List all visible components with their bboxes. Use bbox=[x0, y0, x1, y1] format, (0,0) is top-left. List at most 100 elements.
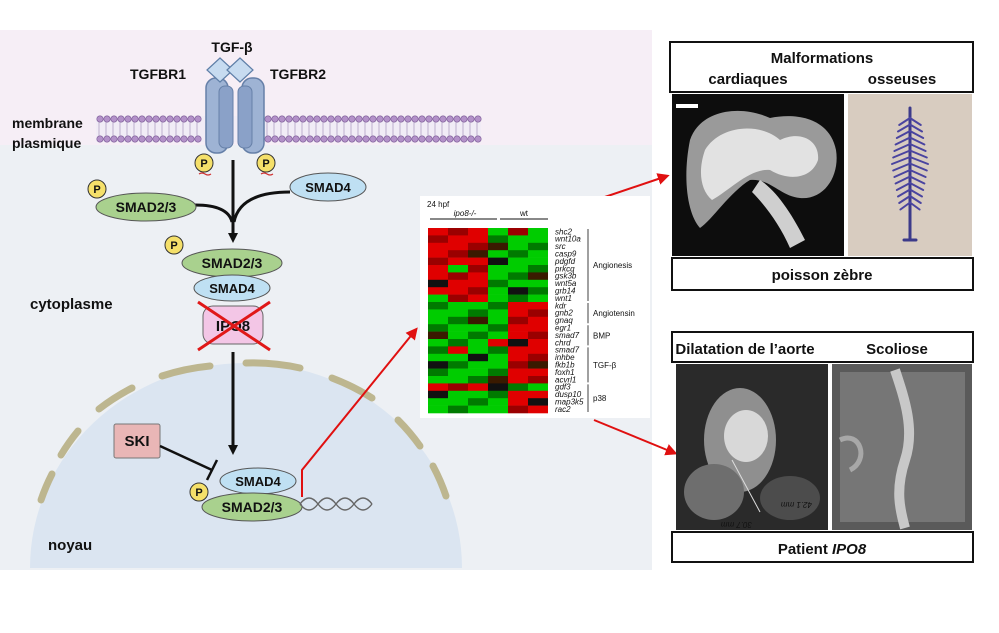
heatmap-cell bbox=[488, 279, 508, 288]
smad23-label: SMAD2/3 bbox=[222, 499, 283, 515]
heatmap-cell bbox=[508, 316, 528, 325]
heatmap-cell bbox=[508, 339, 528, 347]
heatmap-cell bbox=[448, 390, 468, 399]
heatmap-gene-label: chrd bbox=[555, 338, 571, 347]
heatmap-cell bbox=[428, 331, 448, 340]
heatmap-cell bbox=[468, 242, 488, 251]
heatmap-cell bbox=[448, 294, 468, 303]
patient-header-col1: Dilatation de l’aorte bbox=[675, 341, 814, 358]
heatmap-cell bbox=[508, 390, 528, 399]
heatmap-category-label: Angiotensin bbox=[593, 309, 635, 318]
receptor1-label: TGFBR1 bbox=[130, 66, 186, 82]
heatmap-cell bbox=[428, 353, 448, 362]
heatmap-cell bbox=[508, 257, 528, 266]
heatmap-cell bbox=[528, 339, 548, 347]
smad4-label: SMAD4 bbox=[305, 180, 351, 195]
heatmap-cell bbox=[488, 228, 508, 236]
heatmap-cell bbox=[508, 250, 528, 258]
heatmap-cell bbox=[428, 272, 448, 281]
heatmap-cell bbox=[508, 272, 528, 281]
heatmap-cell bbox=[448, 331, 468, 340]
heatmap-cell bbox=[448, 376, 468, 384]
smad4-join-line bbox=[232, 190, 291, 223]
heatmap-cell bbox=[448, 265, 468, 273]
heatmap-cell bbox=[448, 398, 468, 406]
heatmap-cell bbox=[428, 309, 448, 318]
heatmap-cell bbox=[508, 376, 528, 384]
heatmap-cell bbox=[508, 324, 528, 332]
heatmap-cell bbox=[448, 405, 468, 414]
heatmap-cell bbox=[488, 316, 508, 325]
heatmap-cell bbox=[468, 339, 488, 347]
heatmap-cell bbox=[528, 235, 548, 244]
dna-helix bbox=[299, 497, 373, 511]
ski-inhibition-bar bbox=[205, 459, 219, 481]
heatmap-cell bbox=[448, 383, 468, 392]
heatmap-cell bbox=[428, 228, 448, 236]
heatmap-cell bbox=[528, 250, 548, 258]
heatmap-cell bbox=[428, 398, 448, 406]
heatmap-cell bbox=[468, 316, 488, 325]
heatmap-category-label: p38 bbox=[593, 394, 607, 403]
heatmap-cell bbox=[488, 353, 508, 362]
heatmap-cell bbox=[448, 346, 468, 355]
ligand-label: TGF-β bbox=[211, 39, 253, 55]
heatmap-gene-label: inhbe bbox=[555, 353, 575, 362]
heatmap-cell bbox=[508, 383, 528, 392]
heatmap-gene-label: smad7 bbox=[555, 346, 580, 355]
heatmap-gene-label: grb14 bbox=[555, 287, 576, 296]
heatmap-cell bbox=[468, 287, 488, 295]
heatmap-cell bbox=[528, 287, 548, 295]
heatmap-cell bbox=[528, 242, 548, 251]
heatmap-cell bbox=[508, 398, 528, 406]
membrane-label-line2: plasmique bbox=[12, 135, 81, 151]
heatmap-cell bbox=[448, 368, 468, 377]
heatmap-gene-label: gnb2 bbox=[555, 309, 573, 318]
ipo8-importin: IPO8 bbox=[197, 300, 271, 352]
ski-inhibition-line bbox=[159, 444, 213, 472]
heatmap-cell bbox=[528, 309, 548, 318]
patient-footer-gene: IPO8 bbox=[832, 541, 867, 558]
heatmap-cell bbox=[508, 302, 528, 310]
heatmap-cell bbox=[508, 346, 528, 355]
heatmap-category-label: TGF-β bbox=[593, 361, 617, 370]
aorta-measure-2: 30.7 mm bbox=[721, 520, 752, 529]
heatmap-cell bbox=[488, 265, 508, 273]
heatmap-cell bbox=[428, 279, 448, 288]
heatmap-cell bbox=[468, 361, 488, 369]
heatmap-cell bbox=[488, 235, 508, 244]
cytoplasm-label: cytoplasme bbox=[30, 296, 113, 313]
heatmap-gene-label: foxh1 bbox=[555, 368, 575, 377]
heatmap-gene-label: smad7 bbox=[555, 331, 580, 340]
heatmap-cells bbox=[428, 228, 548, 414]
heatmap-cell bbox=[488, 242, 508, 251]
heatmap-cell bbox=[528, 257, 548, 266]
plasma-membrane bbox=[96, 115, 482, 143]
heatmap-cell bbox=[448, 257, 468, 266]
heatmap-cell bbox=[508, 228, 528, 236]
heatmap-cell bbox=[448, 309, 468, 318]
heatmap-cell bbox=[428, 287, 448, 295]
heatmap-gene-label: egr1 bbox=[555, 324, 571, 333]
heatmap-cell bbox=[448, 339, 468, 347]
heatmap-cell bbox=[468, 331, 488, 340]
heatmap-cell bbox=[488, 346, 508, 355]
heatmap-cell bbox=[528, 368, 548, 377]
heatmap-cell bbox=[448, 324, 468, 332]
heatmap-cell bbox=[508, 287, 528, 295]
heatmap-cell bbox=[468, 272, 488, 281]
heatmap-cell bbox=[488, 398, 508, 406]
heatmap-cell bbox=[528, 383, 548, 392]
heatmap-cell bbox=[428, 339, 448, 347]
heatmap-cell bbox=[468, 346, 488, 355]
heatmap-cell bbox=[508, 361, 528, 369]
heatmap-cell bbox=[448, 242, 468, 251]
heatmap-cell bbox=[528, 324, 548, 332]
heatmap-gene-label: gdf3 bbox=[555, 383, 571, 392]
nuclear-envelope bbox=[37, 359, 450, 504]
heatmap-cell bbox=[528, 316, 548, 325]
heatmap-cell bbox=[488, 331, 508, 340]
heatmap-gene-labels: shc2wnt10asrccasp9pdgfdprkcqgsk3bwnt5agr… bbox=[554, 227, 584, 414]
ski-label: SKI bbox=[124, 433, 149, 450]
